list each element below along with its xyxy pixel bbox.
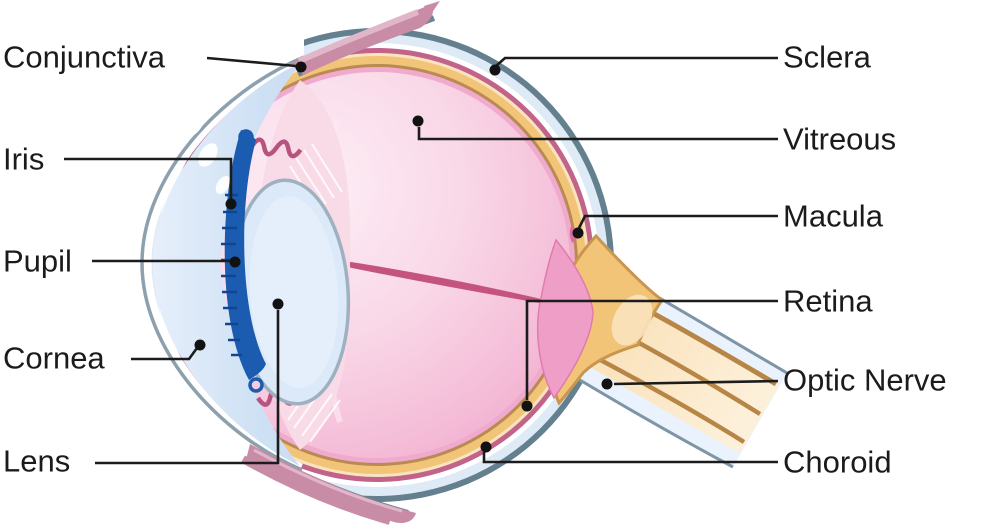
leader-dot-pupil [229,256,241,268]
leader-dot-lens [272,298,284,310]
anterior-chamber [153,62,302,466]
muscle-tip [424,1,440,17]
leader-line-iris [64,157,233,199]
hyaloid-canal [332,259,594,312]
label-optic-nerve: Optic Nerve [783,363,947,398]
leader-line-retina [525,299,778,400]
leader-dot-choroid [480,441,492,453]
labels-right: Sclera Vitreous Macula Retina Optic Nerv… [783,40,947,480]
leader-line-conjunctiva [206,56,297,68]
label-pupil: Pupil [3,244,72,279]
leader-line-cornea [131,347,199,361]
muscle-highlight [253,448,403,513]
leader-dot-vitreous [412,115,424,127]
leader-lines [64,56,779,465]
label-vitreous: Vitreous [783,122,896,157]
label-cornea: Cornea [3,341,105,376]
optic-nerve-group [536,233,788,469]
label-lens: Lens [3,444,70,479]
leader-line-lens [95,310,280,465]
leader-dot-cornea [194,339,206,351]
label-macula: Macula [783,199,884,234]
leader-line-macula [577,214,778,229]
leader-line-choroid [482,452,778,464]
leader-dot-iris [225,198,237,210]
labels-left: Conjunctiva Iris Pupil Cornea Lens [3,40,166,479]
leader-line-vitreous [417,127,778,141]
left-background-mask [0,0,304,530]
inferior-muscle [241,444,416,525]
vitreous-pinch [536,238,594,400]
muscle-highlight [297,9,420,64]
cornea-white-band [142,54,305,473]
label-choroid: Choroid [783,445,892,480]
muscle-lower-strip [241,455,392,525]
leader-dot-retina [521,400,533,412]
optic-disc-center [611,294,653,346]
leader-line-sclera [495,56,778,67]
cornea-highlight [215,175,231,195]
cornea-highlight [198,143,218,167]
superior-muscle [290,1,440,77]
cornea-highlight [180,106,206,138]
anterior-segment [140,54,351,473]
leader-dot-conjunctiva [295,61,307,73]
leader-dot-optic-nerve [601,378,613,390]
label-sclera: Sclera [783,40,872,75]
leader-dot-sclera [489,64,501,76]
cornea-outline [140,55,305,472]
label-iris: Iris [3,142,44,177]
label-conjunctiva: Conjunctiva [3,40,166,75]
leader-line-optic-nerve [613,379,779,386]
leader-dot-macula [572,227,584,239]
label-retina: Retina [783,284,873,319]
